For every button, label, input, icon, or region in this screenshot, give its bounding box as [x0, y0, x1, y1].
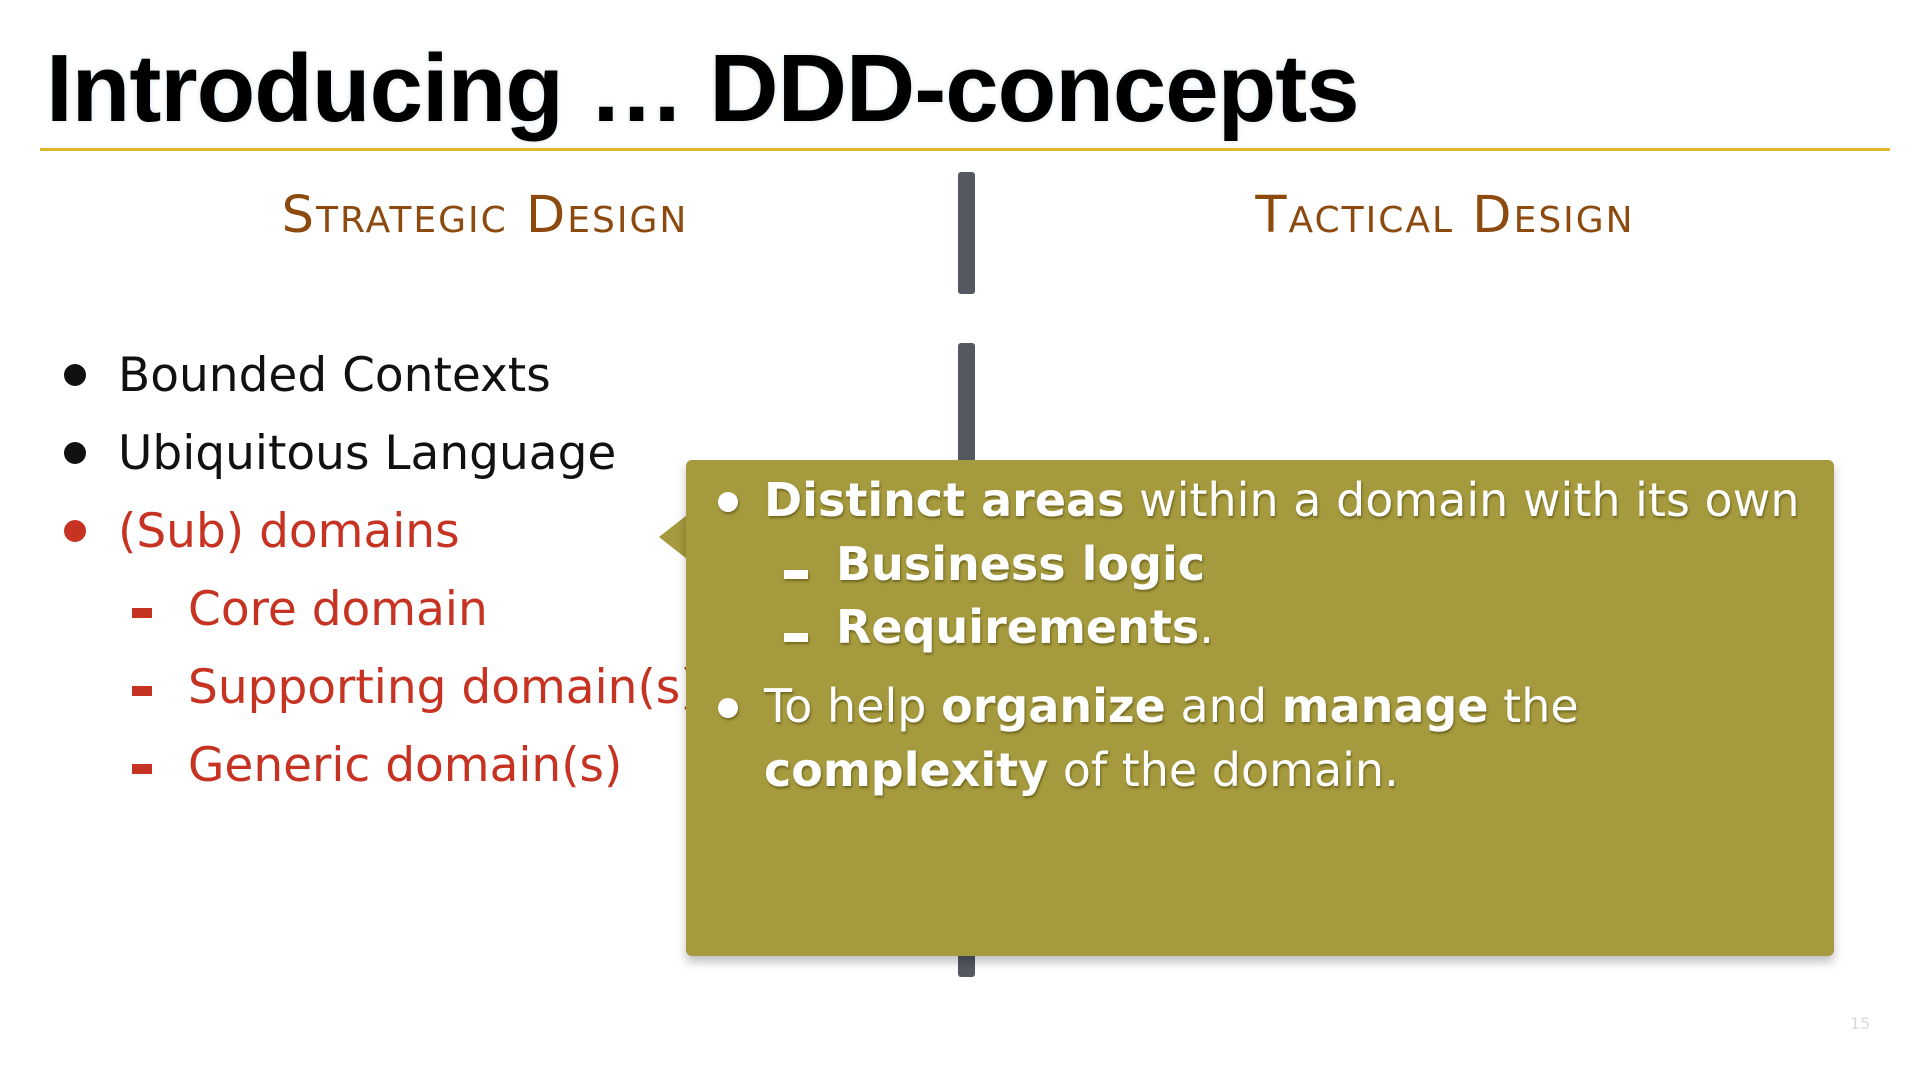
list-item-label: Generic domain(s)	[188, 738, 623, 793]
dash-bullet-icon	[784, 570, 808, 579]
strategic-design-heading-text: Strategic Design	[281, 186, 689, 245]
list-item-label: Ubiquitous Language	[118, 426, 617, 481]
strategic-design-heading: Strategic Design	[40, 186, 930, 246]
callout-text: within a domain with its own	[1124, 473, 1800, 527]
callout-line-requirements: Requirements.	[836, 597, 1214, 657]
list-item-label: Bounded Contexts	[118, 348, 551, 403]
callout-text: the	[1488, 679, 1579, 733]
bullet-icon	[718, 698, 738, 718]
callout-bold-text: organize	[941, 679, 1166, 733]
callout-bold-text: complexity	[764, 743, 1049, 797]
callout-bold-text: Distinct areas	[764, 473, 1125, 527]
bullet-icon	[718, 492, 738, 512]
callout-bold-text: manage	[1281, 679, 1489, 733]
callout-bold-text: Requirements	[836, 600, 1200, 654]
list-item-label: Supporting domain(s)	[188, 660, 699, 715]
subdomain-callout: Distinct areas within a domain with its …	[686, 460, 1834, 956]
callout-text: To help	[764, 679, 942, 733]
callout-text: .	[1199, 600, 1214, 654]
callout-bold-text: Business logic	[836, 537, 1206, 591]
column-divider-top	[958, 172, 975, 294]
callout-text: of the domain.	[1048, 743, 1399, 797]
dash-bullet-icon	[132, 608, 152, 618]
slide-title: Introducing … DDD-concepts	[46, 35, 1360, 142]
callout-line-distinct-areas: Distinct areas within a domain with its …	[764, 470, 1799, 530]
dash-bullet-icon	[784, 633, 808, 642]
list-item-label: Core domain	[188, 582, 488, 637]
bullet-icon	[64, 442, 86, 464]
callout-line-complexity: complexity of the domain.	[764, 740, 1399, 800]
dash-bullet-icon	[132, 686, 152, 696]
callout-content: Distinct areas within a domain with its …	[686, 460, 1834, 956]
tactical-design-heading-text: Tactical Design	[1255, 186, 1635, 245]
callout-line-organize: To help organize and manage the	[764, 676, 1579, 736]
callout-line-business-logic: Business logic	[836, 534, 1205, 594]
bullet-icon	[64, 364, 86, 386]
page-number: 15	[1850, 1014, 1871, 1033]
dash-bullet-icon	[132, 764, 152, 774]
tactical-design-heading: Tactical Design	[990, 186, 1900, 246]
callout-text: and	[1165, 679, 1282, 733]
callout-pointer	[659, 515, 687, 559]
bullet-icon	[64, 520, 86, 542]
title-underline	[40, 148, 1890, 151]
list-item-label: (Sub) domains	[118, 504, 460, 559]
